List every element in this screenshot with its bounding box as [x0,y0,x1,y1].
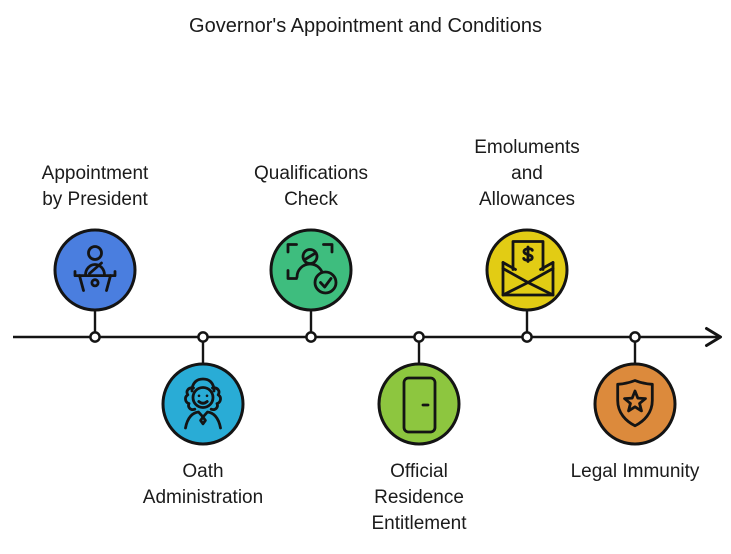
timeline-dot [413,331,425,343]
milestone-bubble-qualifications [269,228,353,312]
timeline-dot [197,331,209,343]
arrowhead-icon [705,327,722,347]
timeline-dots [89,331,641,343]
milestone-bubble-emoluments [485,228,569,312]
bubble-circle [593,362,677,446]
milestone-bubble-residence [377,362,461,446]
milestone-label-emoluments: Emoluments and Allowances [474,137,580,210]
shield-star-icon [616,379,654,428]
timeline-dot [305,331,317,343]
timeline-dot [521,331,533,343]
door-icon [402,376,437,434]
milestone-label-qualifications: Qualifications Check [253,163,369,210]
bubble-circle [377,362,461,446]
milestone-bubble-immunity [593,362,677,446]
milestone-bubble-appointment [53,228,137,312]
check-circle [313,270,338,295]
milestone-bubble-oath [161,362,245,446]
speaker-podium-icon [73,245,117,292]
diagram-title: Governor's Appointment and Conditions [189,15,542,37]
timeline-dot [89,331,101,343]
connector-stems [93,305,637,369]
milestone-label-immunity: Legal Immunity [570,461,700,482]
bubble-circle [485,228,569,312]
judge-wig-icon [184,377,222,430]
bubble-circle [269,228,353,312]
envelope-dollar-icon [501,240,555,297]
timeline-dot [629,331,641,343]
milestone-label-appointment: Appointment by President [41,163,149,210]
milestone-label-residence: Official Residence Entitlement [371,461,467,534]
milestone-label-oath: Oath Administration [142,461,264,508]
person-verify-icon [286,243,338,295]
